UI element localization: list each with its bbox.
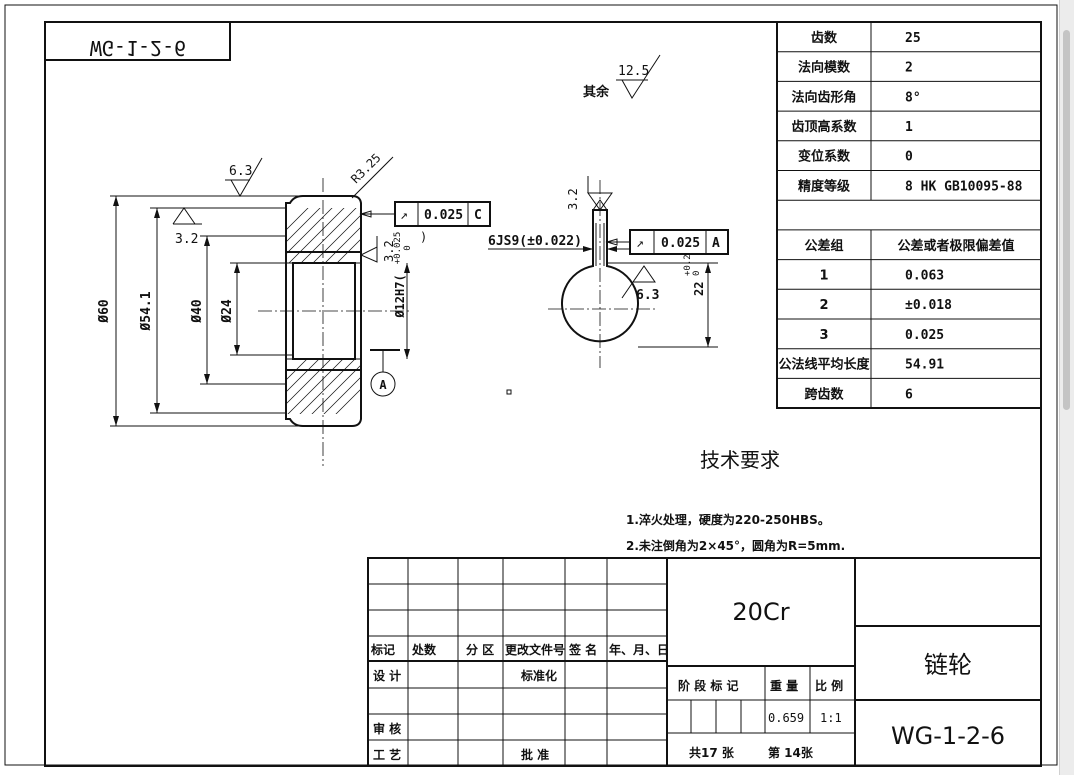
dim-d60: Ø60 [97, 299, 112, 324]
param-value: 公差或者极限偏差值 [897, 238, 1014, 254]
weight-label: 重 量 [770, 678, 798, 693]
frame-a-value: 0.025 [661, 236, 700, 251]
drawing-number: WG-1-2-6 [891, 722, 1005, 750]
param-value: 8 HK GB10095-88 [905, 179, 1023, 194]
roughness-symbol [616, 54, 661, 99]
material: 20Cr [732, 598, 789, 626]
param-label: 齿顶高系数 [791, 119, 857, 135]
scale-label: 比 例 [815, 678, 843, 693]
bore-tol-lower: 0 [403, 245, 413, 250]
vertical-scrollbar[interactable] [1059, 0, 1074, 775]
gear-parameters-table: 齿数 25 法向模数 2 法向齿形角 8° 齿顶高系数 1 变位系数 0 精度等级 8 HK GB10… [776, 21, 1042, 409]
approve-label: 批 准 [521, 747, 549, 762]
stage-label: 阶 段 标 记 [678, 678, 739, 693]
scale-value: 1:1 [820, 711, 842, 725]
rev-header-date: 年、月、日 [609, 642, 669, 657]
roughness-key-side: 6.3 [636, 288, 659, 303]
keyway-view [488, 180, 718, 368]
param-label: 法向模数 [798, 60, 851, 76]
param-value: 8° [905, 90, 921, 105]
param-value: 54.91 [905, 358, 944, 373]
param-label: 公法线平均长度 [778, 357, 870, 373]
param-value: 0.063 [905, 268, 944, 283]
roughness-bore: 3.2 [382, 240, 396, 262]
param-value: 6 [905, 387, 913, 402]
param-value: 25 [905, 31, 921, 46]
total-sheets: 共17 张 [689, 745, 735, 760]
roughness-key-top: 3.2 [566, 188, 580, 210]
param-value: 0.025 [905, 328, 944, 343]
param-label: 1 [819, 268, 828, 283]
rev-header-sign: 签 名 [568, 642, 597, 657]
param-label: 跨齿数 [804, 386, 844, 402]
datum-a-label: A [379, 378, 387, 392]
dim-bore: Ø12H7( [393, 274, 407, 318]
svg-text:): ) [420, 230, 427, 244]
datum-a-marker [370, 371, 396, 397]
param-value: 2 [905, 61, 913, 76]
param-label: 变位系数 [798, 149, 851, 165]
dim-d54: Ø54.1 [139, 291, 154, 331]
frame-c-symbol: ↗ [400, 208, 408, 223]
roughness-left: 3.2 [175, 232, 198, 247]
other-roughness-value: 12.5 [618, 64, 649, 79]
param-label: 公差组 [804, 238, 843, 254]
key-tol-lower: 0 [692, 271, 702, 276]
param-value: ±0.018 [905, 298, 952, 313]
key-tol-upper: +0.2 [683, 254, 693, 276]
param-label: 2 [819, 298, 828, 313]
param-label: 3 [819, 328, 828, 343]
tech-item-1: 1.淬火处理，硬度为220-250HBS。 [626, 512, 830, 527]
tolerance-frame-a [629, 229, 729, 255]
tolerance-frame-c [394, 201, 491, 227]
param-value: 1 [905, 120, 913, 135]
design-label: 设 计 [373, 668, 401, 683]
rev-header-count: 处数 [411, 642, 437, 657]
frame-a-symbol: ↗ [636, 236, 644, 251]
weight-value: 0.659 [768, 711, 804, 725]
dim-keyway-width: 6JS9(±0.022) [488, 234, 582, 249]
standard-label: 标准化 [520, 668, 557, 683]
sprocket-section-view [110, 178, 410, 466]
sheet-number: 第 14张 [768, 745, 814, 760]
param-label: 精度等级 [798, 178, 851, 194]
dim-key-height: 22 [692, 282, 706, 296]
other-roughness-label: 其余 [583, 84, 610, 100]
param-label: 齿数 [811, 30, 838, 46]
frame-a-datum: A [712, 236, 720, 251]
frame-c-value: 0.025 [424, 208, 463, 223]
rev-header-zone: 分 区 [466, 642, 494, 657]
frame-c-datum: C [474, 208, 482, 223]
rev-header-mark: 标记 [370, 642, 395, 657]
tech-requirements-title: 技术要求 [700, 448, 780, 472]
review-label: 审 核 [373, 721, 401, 736]
dim-d24: Ø24 [220, 299, 235, 324]
param-value: 0 [905, 150, 913, 165]
dim-fillet: R3.25 [348, 151, 383, 186]
roughness-top: 6.3 [229, 164, 252, 179]
rev-header-doc: 更改文件号 [505, 642, 565, 657]
dim-d40: Ø40 [190, 299, 205, 324]
mirrored-number-box [44, 21, 231, 61]
process-label: 工 艺 [373, 747, 401, 762]
bore-tol-upper: +0.025 [393, 232, 403, 265]
mirrored-drawing-number: WG-1-2-6 [90, 36, 186, 60]
tech-item-2: 2.未注倒角为2×45°，圆角为R=5mm. [626, 538, 845, 553]
part-name: 链轮 [924, 651, 972, 679]
param-label: 法向齿形角 [791, 89, 856, 105]
scrollbar-thumb[interactable] [1063, 30, 1070, 410]
title-block [367, 557, 1042, 767]
